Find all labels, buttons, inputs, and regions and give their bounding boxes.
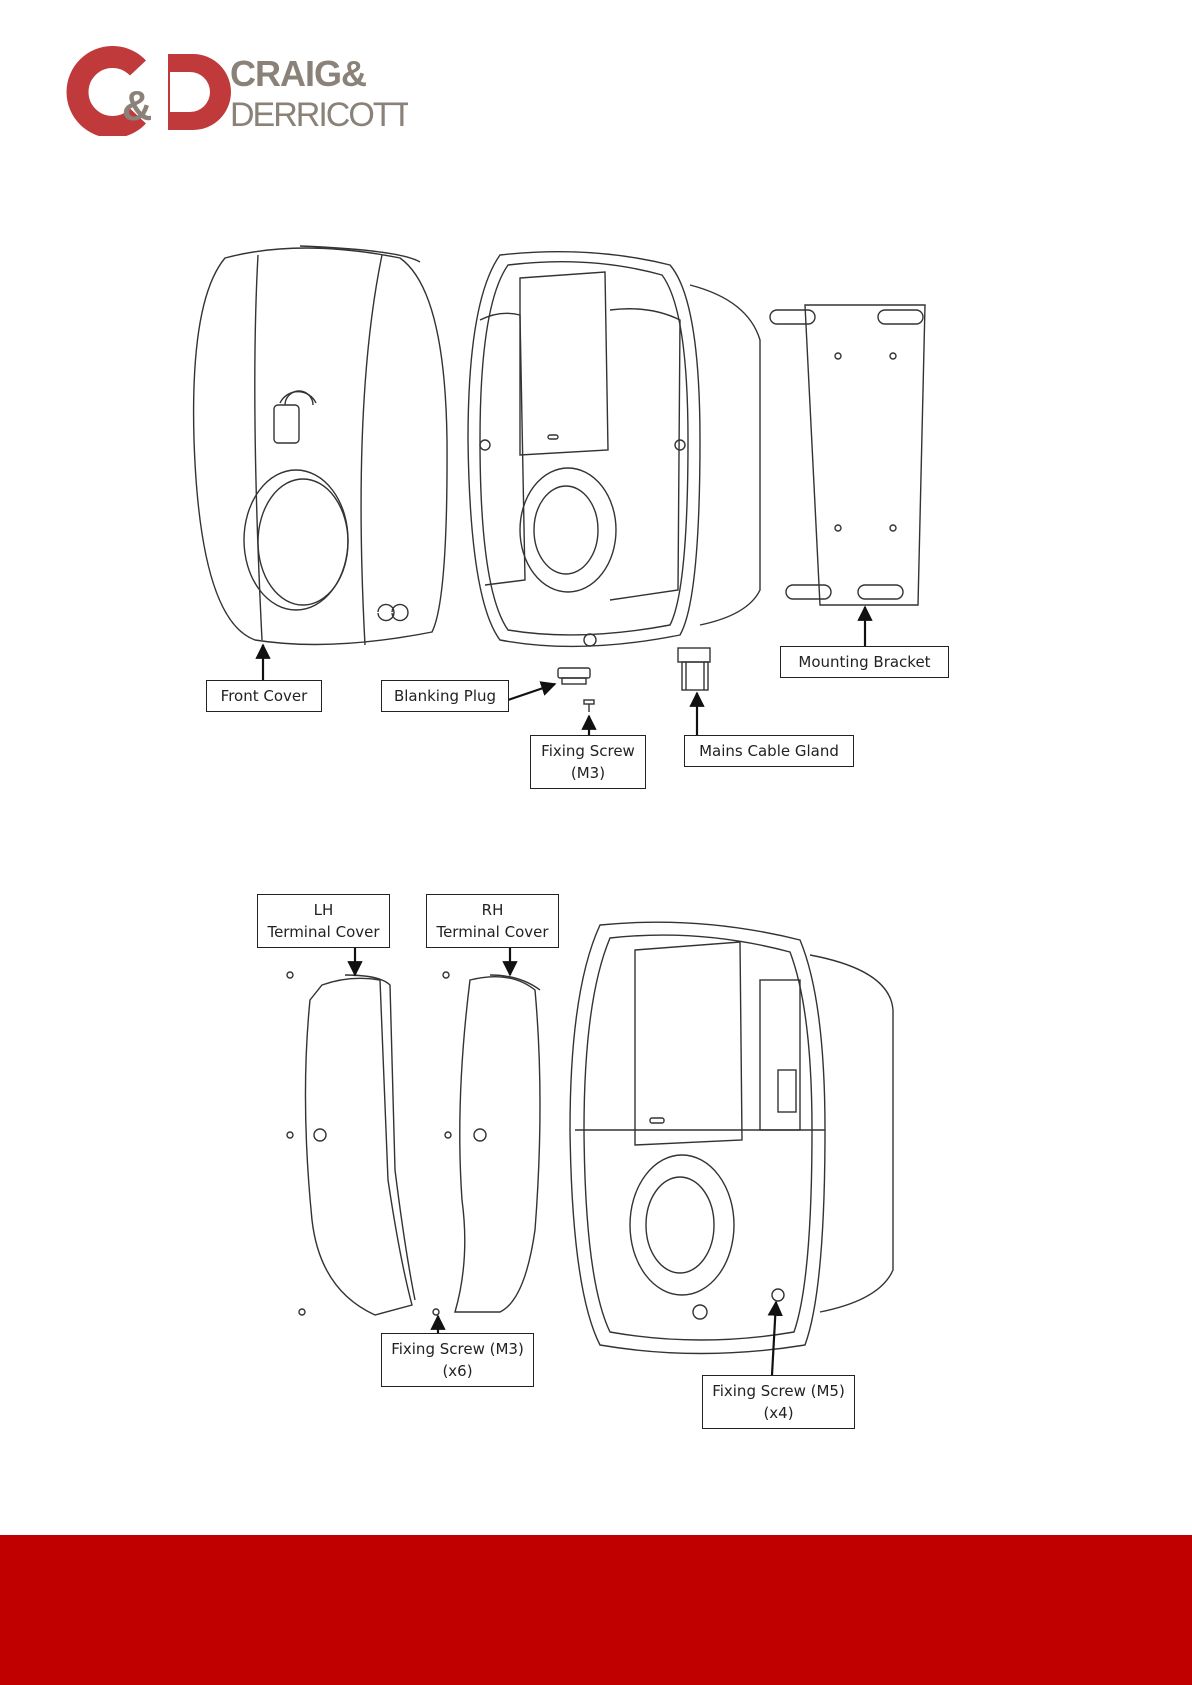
label-fixing-screw-m3-x6: Fixing Screw (M3) (x6) <box>381 1333 534 1387</box>
label-blanking-plug: Blanking Plug <box>381 680 509 712</box>
label-fixing-screw-m5-x4-line1: Fixing Screw (M5) <box>711 1380 846 1402</box>
label-lh-terminal-cover-line2: Terminal Cover <box>266 921 381 943</box>
label-lh-terminal-cover-line1: LH <box>266 899 381 921</box>
label-rh-terminal-cover-line2: Terminal Cover <box>435 921 550 943</box>
fixing-screw-m3-drawing <box>584 700 594 712</box>
label-mains-cable-gland: Mains Cable Gland <box>684 735 854 767</box>
label-fixing-screw-m3-line2: (M3) <box>539 762 637 784</box>
label-front-cover: Front Cover <box>206 680 322 712</box>
label-lh-terminal-cover: LH Terminal Cover <box>257 894 390 948</box>
label-fixing-screw-m3-x6-line1: Fixing Screw (M3) <box>390 1338 525 1360</box>
mounting-bracket-drawing <box>770 305 925 605</box>
label-fixing-screw-m3-x6-line2: (x6) <box>390 1360 525 1382</box>
label-front-cover-text: Front Cover <box>215 685 313 707</box>
leader-arrows <box>263 607 865 1375</box>
label-mains-cable-gland-text: Mains Cable Gland <box>693 740 845 762</box>
label-fixing-screw-m5-x4-line2: (x4) <box>711 1402 846 1424</box>
front-cover-drawing <box>194 246 447 645</box>
label-fixing-screw-m5-x4: Fixing Screw (M5) (x4) <box>702 1375 855 1429</box>
label-rh-terminal-cover: RH Terminal Cover <box>426 894 559 948</box>
back-box-drawing <box>468 252 760 647</box>
label-fixing-screw-m3-line1: Fixing Screw <box>539 740 637 762</box>
label-fixing-screw-m3: Fixing Screw (M3) <box>530 735 646 789</box>
cable-gland-drawing <box>678 648 710 690</box>
label-blanking-plug-text: Blanking Plug <box>390 685 500 707</box>
label-rh-terminal-cover-line1: RH <box>435 899 550 921</box>
footer-band <box>0 1535 1192 1685</box>
label-mounting-bracket: Mounting Bracket <box>780 646 949 678</box>
blanking-plug-drawing <box>558 668 590 684</box>
lh-terminal-cover-drawing <box>287 972 415 1315</box>
label-mounting-bracket-text: Mounting Bracket <box>789 651 940 673</box>
open-enclosure-drawing <box>570 922 893 1353</box>
rh-terminal-cover-drawing <box>433 972 540 1315</box>
